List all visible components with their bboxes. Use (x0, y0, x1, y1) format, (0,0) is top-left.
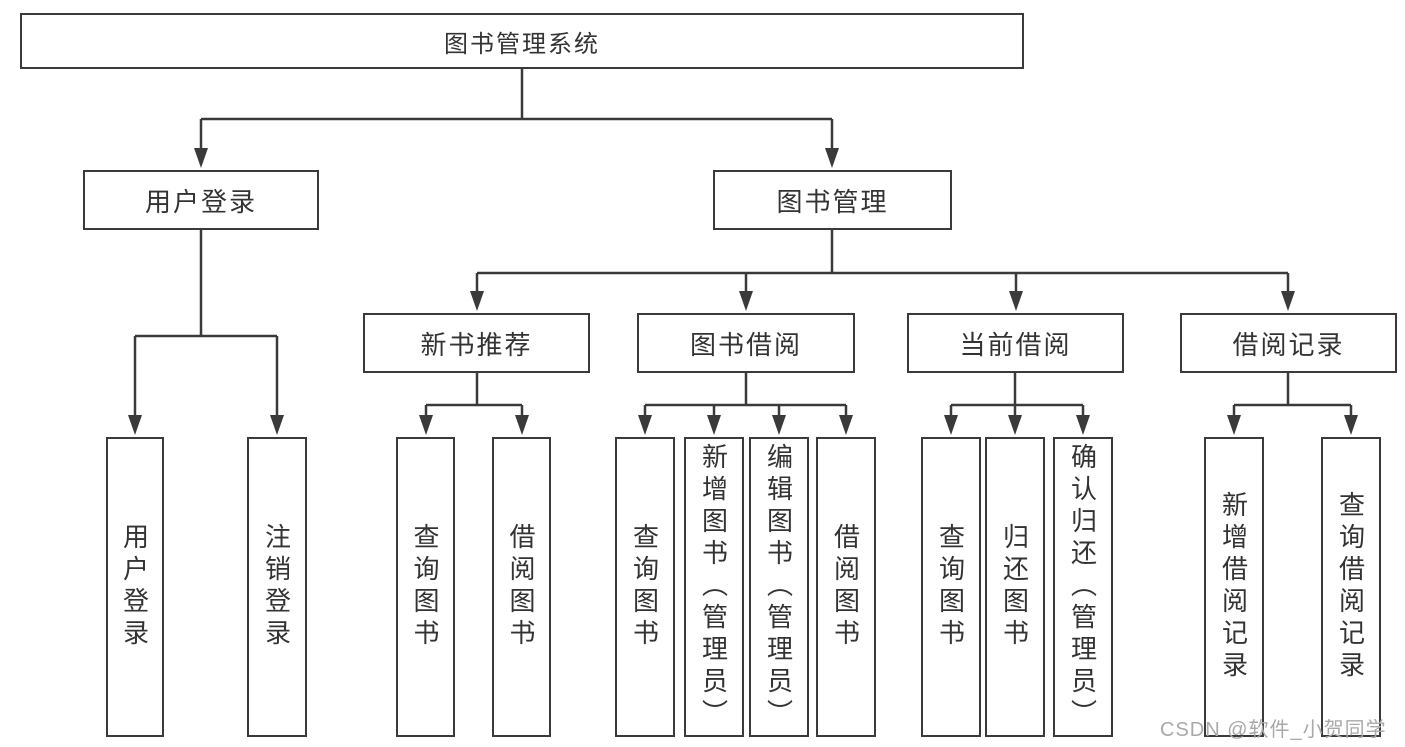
node-new-book-recommend-label: 新书推荐 (420, 329, 533, 360)
connector-borrow-records-branch (1227, 373, 1358, 435)
arrowhead (1008, 415, 1022, 435)
node-book-borrow: 图书借阅 (637, 313, 855, 373)
connector-current-borrow-branch (944, 373, 1090, 435)
leaf-cb-confirm-return-admin-label: 确认归还（管理员） (1067, 443, 1098, 731)
connector-root-to-level2 (194, 69, 839, 168)
leaf-user-login-label: 用户登录 (119, 523, 150, 651)
arrowhead (270, 415, 284, 435)
arrowhead (707, 415, 721, 435)
leaf-br-add-record-label: 新增借阅记录 (1218, 491, 1249, 683)
arrowhead (839, 415, 853, 435)
arrowhead (128, 415, 142, 435)
node-current-borrow-label: 当前借阅 (959, 329, 1072, 360)
leaf-bb-add-books-admin: 新增图书（管理员） (684, 437, 744, 737)
leaf-bb-borrow-books-label: 借阅图书 (830, 523, 861, 651)
leaf-cb-query-books-label: 查询图书 (935, 523, 966, 651)
node-new-book-recommend: 新书推荐 (363, 313, 590, 373)
arrowhead (739, 291, 753, 311)
leaf-cb-confirm-return-admin: 确认归还（管理员） (1053, 437, 1113, 737)
arrowhead (638, 415, 652, 435)
node-root-label: 图书管理系统 (444, 30, 600, 58)
leaf-logout-label: 注销登录 (261, 523, 292, 651)
node-borrow-records-label: 借阅记录 (1232, 329, 1345, 360)
leaf-br-add-record: 新增借阅记录 (1204, 437, 1264, 737)
node-root: 图书管理系统 (20, 13, 1024, 69)
arrowhead (419, 415, 433, 435)
arrowhead (194, 148, 208, 168)
leaf-nb-query-books-label: 查询图书 (410, 523, 440, 651)
leaf-bb-add-books-admin-label: 新增图书（管理员） (698, 443, 729, 731)
leaf-bb-edit-books-admin-label: 编辑图书（管理员） (763, 443, 794, 731)
arrowhead (1009, 291, 1023, 311)
connector-user-login-branch (128, 230, 284, 435)
leaf-cb-return-books-label: 归还图书 (999, 523, 1030, 651)
node-current-borrow: 当前借阅 (907, 313, 1124, 373)
leaf-bb-edit-books-admin: 编辑图书（管理员） (749, 437, 809, 737)
leaf-nb-borrow-books: 借阅图书 (492, 437, 551, 737)
connector-book-borrow-branch (638, 373, 853, 435)
node-user-login: 用户登录 (83, 170, 319, 230)
leaf-br-query-record-label: 查询借阅记录 (1335, 491, 1366, 683)
arrowhead (1344, 415, 1358, 435)
leaf-logout: 注销登录 (247, 437, 307, 737)
leaf-nb-borrow-books-label: 借阅图书 (506, 523, 536, 651)
arrowhead (772, 415, 786, 435)
node-borrow-records: 借阅记录 (1180, 313, 1397, 373)
connector-book-management-branch (470, 230, 1295, 311)
connector-new-book-branch (419, 373, 529, 435)
arrowhead (1227, 415, 1241, 435)
leaf-br-query-record: 查询借阅记录 (1321, 437, 1381, 737)
node-book-management-label: 图书管理 (776, 186, 889, 217)
node-user-login-label: 用户登录 (144, 186, 257, 217)
leaf-nb-query-books: 查询图书 (396, 437, 455, 737)
leaf-cb-query-books: 查询图书 (921, 437, 981, 737)
arrowhead (1076, 415, 1090, 435)
leaf-bb-borrow-books: 借阅图书 (816, 437, 876, 737)
arrowhead (1281, 291, 1295, 311)
arrowhead (825, 148, 839, 168)
leaf-bb-query-books: 查询图书 (615, 437, 675, 737)
node-book-borrow-label: 图书借阅 (689, 329, 802, 360)
leaf-cb-return-books: 归还图书 (985, 437, 1045, 737)
arrowhead (944, 415, 958, 435)
node-book-management: 图书管理 (713, 170, 952, 230)
arrowhead (515, 415, 529, 435)
watermark: CSDN @软件_小贺同学 (1160, 719, 1387, 741)
arrowhead (470, 291, 484, 311)
leaf-user-login: 用户登录 (106, 437, 164, 737)
leaf-bb-query-books-label: 查询图书 (629, 523, 660, 651)
